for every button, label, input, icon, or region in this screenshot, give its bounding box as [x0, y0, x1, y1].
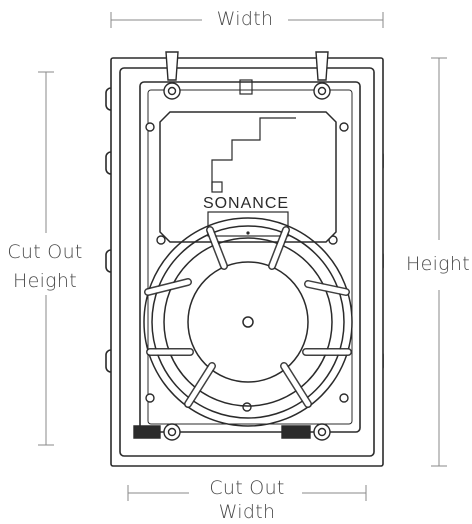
height-label: Height — [406, 253, 470, 275]
cutout-width-line1: Cut Out — [209, 477, 285, 499]
cutout-height-line2: Height — [13, 270, 77, 292]
cutout-height-line1: Cut Out — [7, 241, 83, 263]
width-label: Width — [216, 8, 274, 30]
brand-logo-text: SONANCE — [203, 195, 289, 212]
logo-plate — [159, 79, 337, 243]
dog-ear-clamps — [133, 51, 329, 439]
woofer — [143, 217, 353, 427]
cutout-height-label: Cut Out Height — [0, 241, 90, 293]
cutout-width-line2: Width — [218, 501, 276, 523]
mounting-screws — [145, 82, 349, 441]
dimension-lines — [38, 12, 447, 501]
cutout-width-label: Cut Out Width — [192, 477, 302, 524]
